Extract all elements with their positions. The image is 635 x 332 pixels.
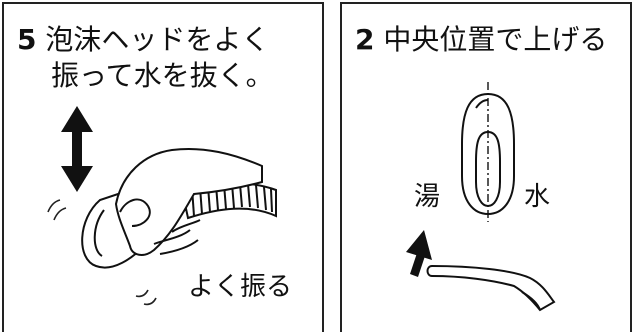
step-5-title: 5 泡沫ヘッドをよく 振って水を抜く。 xyxy=(17,22,274,94)
shake-caption: よく振る xyxy=(188,272,293,302)
step-5-title-line2: 振って水を抜く。 xyxy=(51,59,274,92)
step-5-panel: 5 泡沫ヘッドをよく 振って水を抜く。 xyxy=(2,2,324,332)
step-2-panel: 2 中央位置で上げる 湯 水 xyxy=(340,2,632,332)
step-5-number: 5 xyxy=(17,23,37,56)
step-2-title-text: 中央位置で上げる xyxy=(383,23,608,56)
lever-side-view-icon xyxy=(426,264,556,312)
motion-lines-icon xyxy=(47,199,157,306)
faucet-lever-illustration xyxy=(406,82,556,312)
cold-water-label: 水 xyxy=(524,182,551,212)
step-2-number: 2 xyxy=(355,23,375,56)
hand-icon xyxy=(114,147,263,256)
step-2-title: 2 中央位置で上げる xyxy=(355,22,607,58)
step-5-title-line1: 泡沫ヘッドをよく xyxy=(45,23,270,56)
hot-water-label: 湯 xyxy=(414,182,441,212)
shower-head-shake-illustration xyxy=(47,106,277,306)
up-arrow-icon xyxy=(406,230,432,277)
double-arrow-icon xyxy=(61,106,93,192)
